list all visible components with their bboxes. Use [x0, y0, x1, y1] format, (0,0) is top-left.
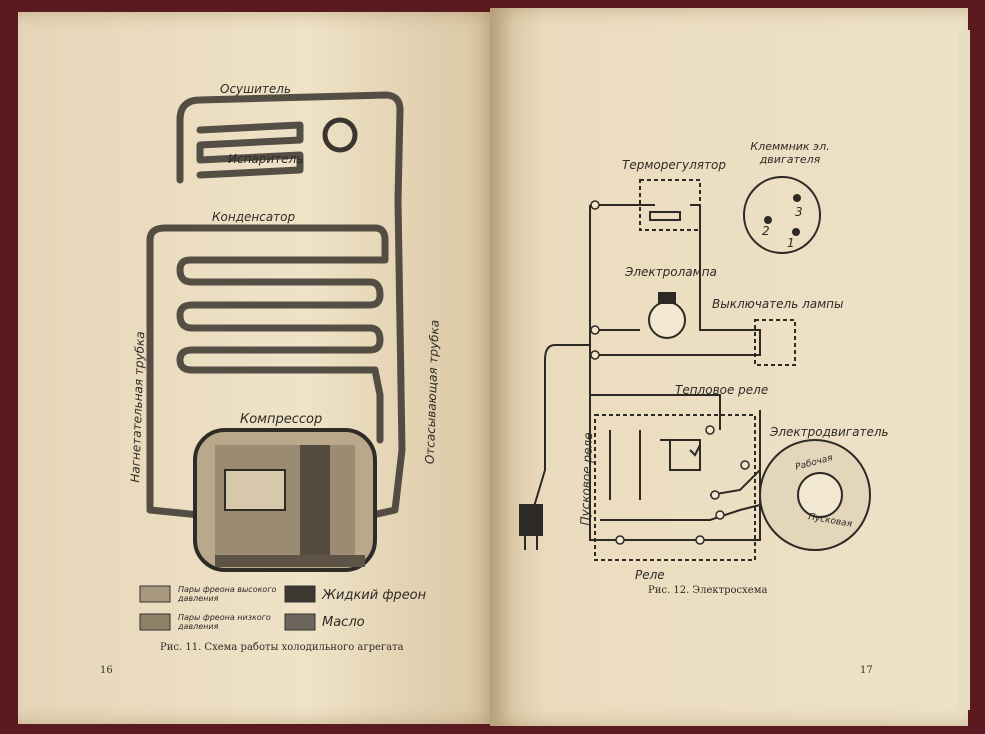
lamp-switch-label: Выключатель лампы: [712, 297, 844, 311]
thermal-relay-label: Тепловое реле: [675, 383, 769, 397]
lamp-switch-box: [754, 319, 796, 366]
condenser-coil: [146, 224, 389, 514]
terminal-block-label: Клеммник эл. двигателя: [750, 140, 830, 166]
page-number-right: 17: [860, 665, 873, 676]
motor-label: Электродвигатель: [770, 425, 889, 439]
dryer-ring: [322, 117, 358, 153]
terminal-block-circle: [743, 176, 821, 254]
lamp-label: Электролампа: [625, 265, 717, 279]
terminal-number-2: 2: [762, 224, 770, 238]
legend-swatch-oil: [284, 613, 316, 631]
right-page: [490, 8, 968, 726]
main-wire: [589, 204, 761, 541]
compressor-label: Компрессор: [240, 412, 323, 427]
terminal-number-1: 1: [787, 236, 795, 250]
evaporator-label: Испаритель: [228, 152, 304, 166]
legend-swatch-liquid: [284, 585, 316, 603]
evaporator-tube: [176, 91, 404, 204]
legend-swatch-low: [139, 613, 171, 631]
relay-label: Реле: [635, 568, 665, 582]
thermostat-box: [639, 179, 701, 231]
legend-oil: Масло: [322, 615, 365, 630]
dryer-label: Осушитель: [220, 82, 292, 96]
legend-liquid-freon: Жидкий фреон: [322, 588, 427, 603]
motor-rotor: [797, 472, 843, 518]
terminal-number-3: 3: [795, 205, 803, 219]
relay-box: [594, 414, 756, 561]
page-number-left: 16: [100, 665, 113, 676]
legend-swatch-high: [139, 585, 171, 603]
thermostat-label: Терморегулятор: [622, 158, 726, 172]
lamp-bulb: [648, 301, 686, 339]
figure-11-caption: Рис. 11. Схема работы холодильного агрег…: [160, 642, 404, 653]
plug: [519, 504, 543, 536]
power-cord: [529, 344, 590, 521]
legend-high-pressure: Пары фреона высокого давления: [178, 585, 277, 603]
figure-12-caption: Рис. 12. Электросхема: [648, 585, 768, 596]
condenser-label: Конденсатор: [212, 210, 296, 224]
legend-low-pressure: Пары фреона низкого давления: [178, 613, 271, 631]
page-edge: [958, 30, 970, 710]
